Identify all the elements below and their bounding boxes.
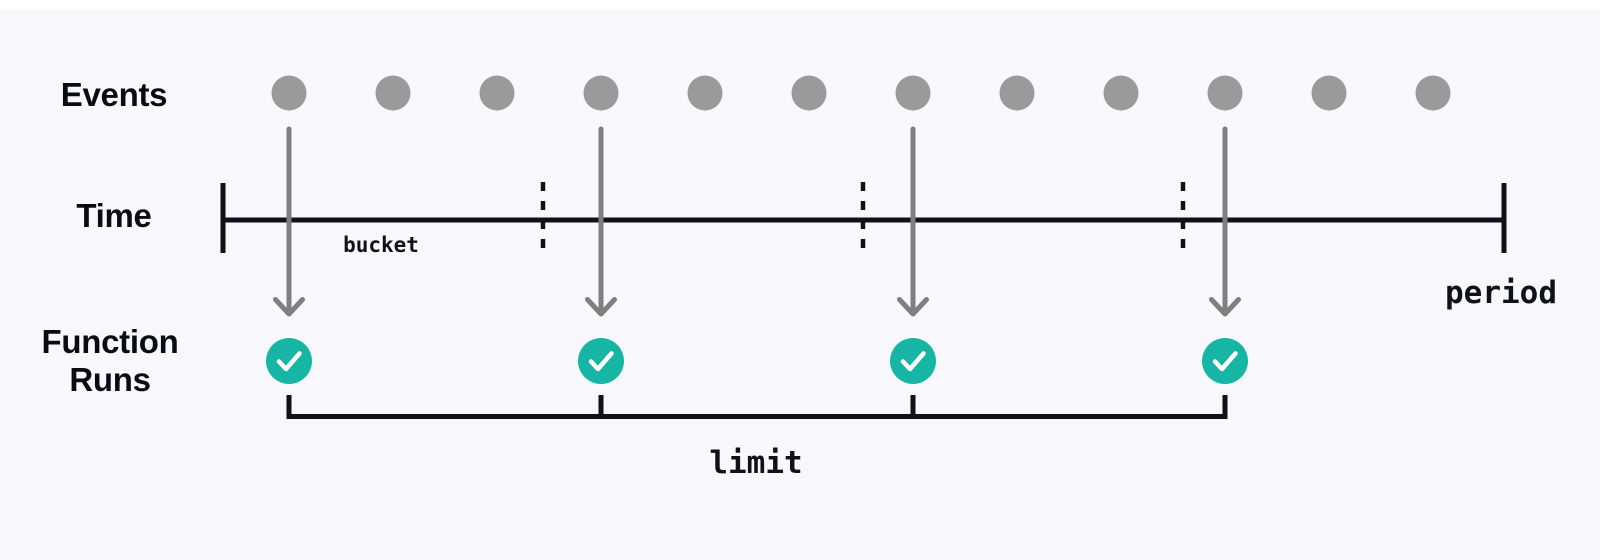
event-dot-icon [1311,75,1347,111]
top-strip [0,0,1600,9]
arrow-head-icon [897,297,929,317]
arrow-head-icon [273,297,305,317]
event-dot-icon [687,75,723,111]
limit-bracket-group [286,395,1228,419]
event-dot-icon [375,75,411,111]
event-dot-icon [479,75,515,111]
event-dot-icon [583,75,619,111]
checkmarks [276,351,1238,372]
limit-label: limit [709,445,803,481]
time-row-label: Time [76,197,152,235]
event-dots [271,75,1451,111]
check-icon [588,351,614,372]
arrow-head-icon [585,297,617,317]
period-label: period [1445,275,1557,311]
event-dot-icon [791,75,827,111]
events-row-label: Events [60,76,168,114]
arrow-head-icon [1209,297,1241,317]
event-dot-icon [1415,75,1451,111]
function-run-circles [266,338,1248,384]
limit-bracket [286,395,1228,419]
check-icon [1212,351,1238,372]
event-dot-icon [271,75,307,111]
function-run-circle [578,338,624,384]
function-run-circle [266,338,312,384]
event-dot-icon [1207,75,1243,111]
event-dot-icon [1103,75,1139,111]
check-icon [900,351,926,372]
function-runs-row-label: Function Runs [41,323,179,398]
check-icon [276,351,302,372]
event-dot-icon [895,75,931,111]
bucket-label: bucket [343,233,419,257]
function-run-circle [890,338,936,384]
event-dot-icon [999,75,1035,111]
function-run-circle [1202,338,1248,384]
timeline [220,182,1507,253]
event-arrows [273,126,1241,317]
